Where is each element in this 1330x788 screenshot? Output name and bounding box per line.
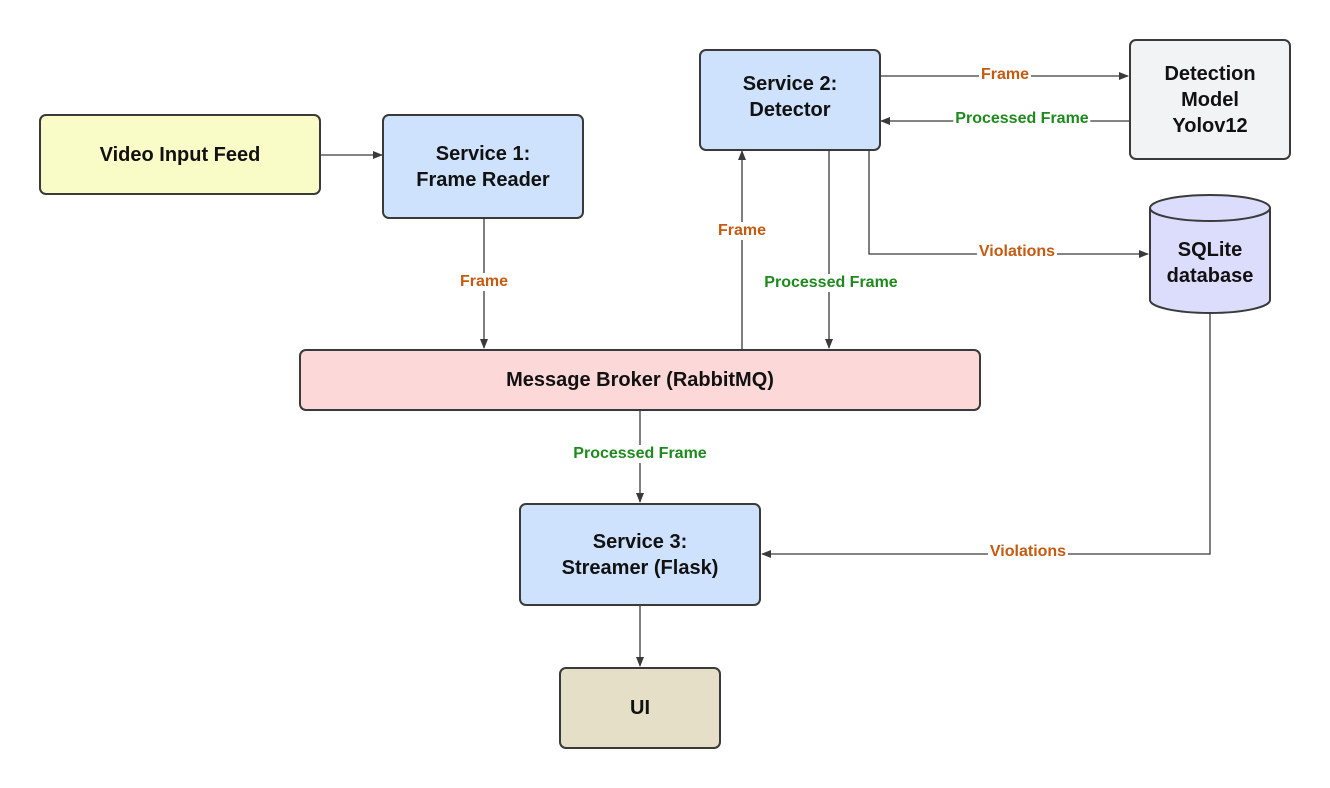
message-broker-label: Message Broker (RabbitMQ) (506, 369, 774, 391)
detection-model-node[interactable]: Detection Model Yolov12 (1129, 39, 1291, 160)
sqlite-database-label-line1: SQLite (1177, 239, 1243, 261)
sqlite-database-node[interactable]: SQLite database (1150, 222, 1270, 304)
edge-label-db-to-streamer: Violations (987, 543, 1069, 561)
frame-reader-label-line2: Frame Reader (416, 168, 550, 191)
message-broker-node[interactable]: Message Broker (RabbitMQ) (299, 349, 981, 411)
edge-label-broker-to-streamer: Processed Frame (571, 445, 709, 463)
detector-node[interactable]: Service 2: Detector (699, 49, 881, 151)
edge-detector-to-db (868, 151, 1149, 258)
edge-label-broker-to-detector: Frame (715, 222, 769, 240)
edge-label-detector-to-broker: Processed Frame (762, 274, 900, 292)
frame-reader-label-line1: Service 1: (435, 142, 531, 165)
streamer-label-line2: Streamer (Flask) (561, 556, 719, 579)
edge-label-reader-to-broker: Frame (457, 273, 511, 291)
detection-model-label-line3: Yolov12 (1172, 114, 1248, 137)
ui-node[interactable]: UI (559, 667, 721, 749)
detector-label-line1: Service 2: (742, 73, 838, 95)
edge-label-detector-to-db: Violations (976, 243, 1058, 261)
edge-db-to-streamer (761, 313, 1211, 558)
sqlite-database-label-line2: database (1166, 265, 1254, 287)
ui-label: UI (630, 697, 650, 719)
frame-reader-node[interactable]: Service 1: Frame Reader (382, 114, 584, 219)
edge-label-detector-to-model: Frame (978, 66, 1032, 84)
streamer-node[interactable]: Service 3: Streamer (Flask) (519, 503, 761, 606)
video-input-feed-node[interactable]: Video Input Feed (39, 114, 321, 195)
detector-label-line2: Detector (749, 99, 831, 121)
detection-model-label-line1: Detection (1164, 62, 1256, 85)
edge-label-model-to-detector: Processed Frame (953, 110, 1091, 128)
sqlite-cylinder-shape (1149, 194, 1271, 314)
streamer-label-line1: Service 3: (592, 530, 688, 553)
detection-model-label-line2: Model (1181, 88, 1239, 111)
video-input-feed-label: Video Input Feed (99, 143, 261, 166)
